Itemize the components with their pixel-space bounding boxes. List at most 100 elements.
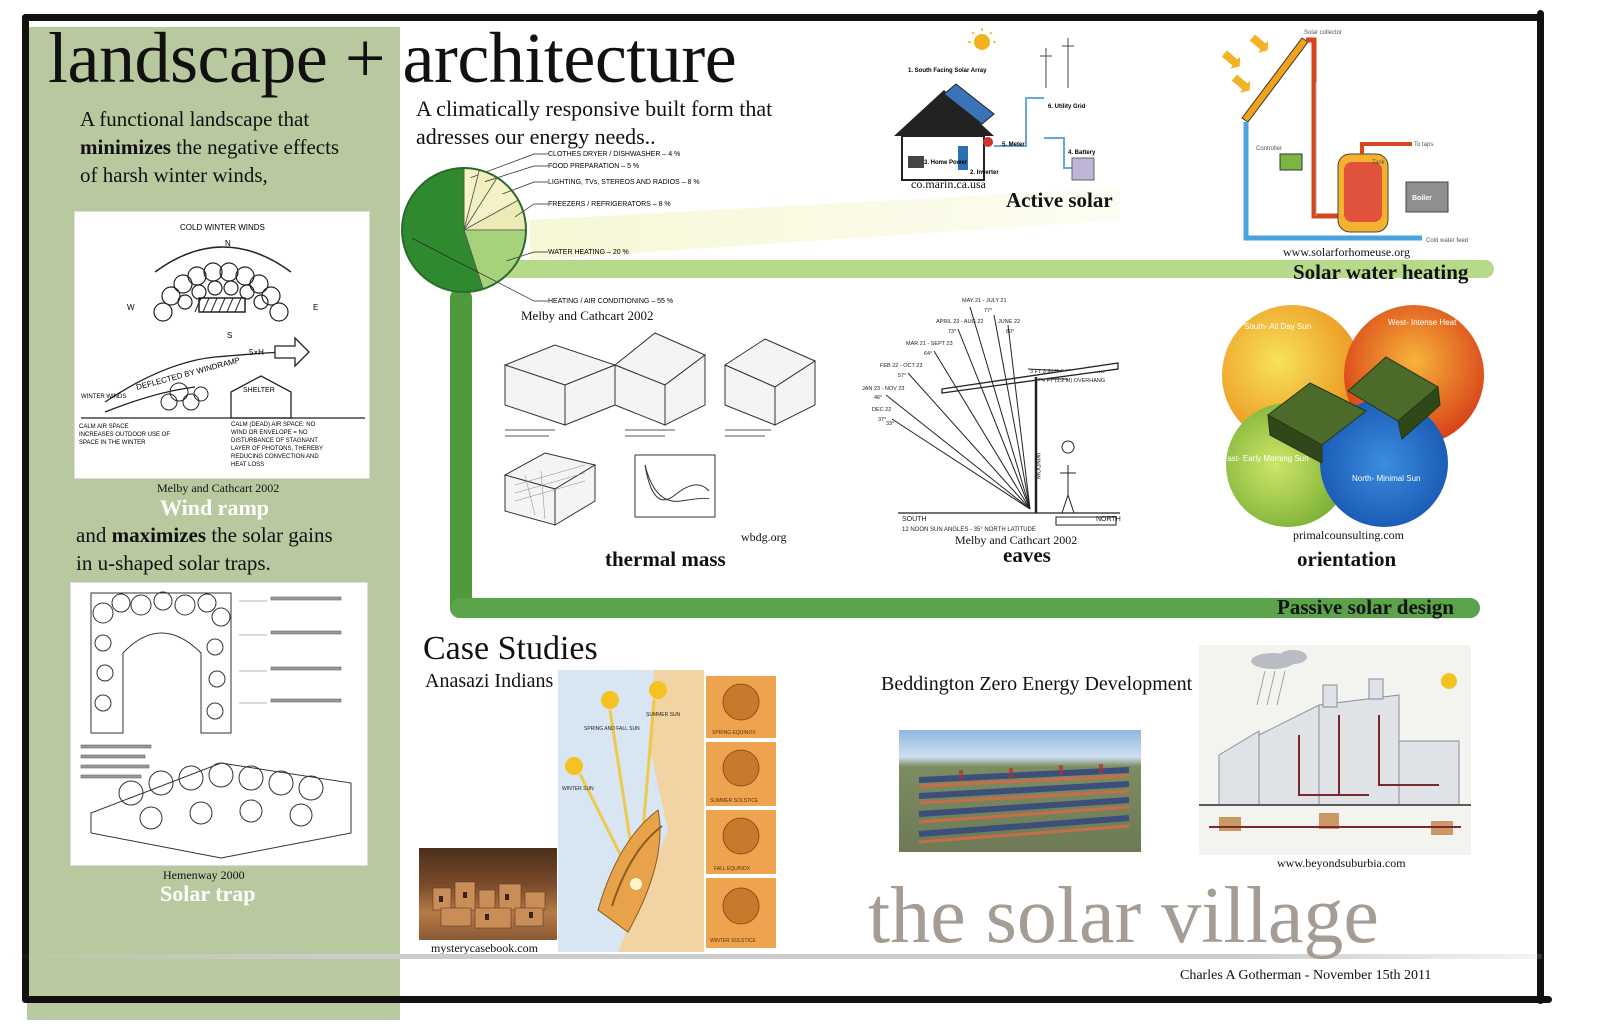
sketch-e: E: [313, 303, 318, 312]
sun-summer-label: SUMMER SUN: [646, 712, 681, 718]
thermal-mass-label: thermal mass: [605, 547, 726, 571]
intro-line-3: of harsh winter winds,: [80, 163, 268, 187]
season-2: SUMMER SOLSTICE: [710, 798, 759, 804]
active-part-2: 2. Inverter: [970, 170, 999, 176]
eave-date-4: MAR 21 - SEPT 23: [906, 341, 953, 347]
mid-rest: the solar gains: [206, 523, 333, 547]
pie-leader-line: [506, 251, 548, 262]
eave-noon: 12 NOON SUN ANGLES - 35° NORTH LATITUDE: [902, 527, 1036, 533]
pie-label: FREEZERS / REFRIGERATORS – 8 %: [548, 201, 671, 208]
page-title: landscape + architecture: [48, 18, 737, 98]
pie-leader-line: [502, 181, 548, 195]
season-3: FALL EQUINOX: [714, 866, 751, 872]
orient-north: North- Minimal Sun: [1352, 474, 1420, 483]
solar-trap-label: Solar trap: [160, 881, 256, 906]
bedzed-aerial-photo: [899, 730, 1141, 852]
thermal-credit: wbdg.org: [741, 530, 787, 544]
connector-pipe: [450, 188, 1494, 618]
active-solar-diagram: 1. South Facing Solar Array 2. Inverter …: [884, 28, 1126, 188]
sketch-calm-r6: HEAT LOSS: [231, 462, 264, 468]
sketch-n: N: [225, 239, 231, 248]
sketch-s: S: [227, 331, 232, 340]
bedzed-title: Beddington Zero Energy Development: [881, 673, 1193, 695]
wind-ramp-label: Wind ramp: [160, 495, 270, 520]
sketch-ramp: DEFLECTED BY WINDRAMP: [135, 356, 241, 392]
footer-divider: [12, 954, 1542, 959]
sketch-calm-2: INCREASES OUTDOOR USE OF: [79, 432, 170, 438]
mid-line-2: in u-shaped solar traps.: [76, 551, 271, 575]
sun-winter-label: WINTER SUN: [562, 786, 594, 792]
mid-line-1: and maximizes the solar gains: [76, 522, 333, 550]
water-controller: Controller: [1256, 146, 1282, 152]
intro-rest: the negative effects: [170, 135, 340, 159]
pie-leader-line: [484, 165, 548, 182]
water-credit: www.solarforhomeuse.org: [1283, 245, 1410, 259]
subtitle-line-1: A climatically responsive built form tha…: [416, 96, 773, 121]
solar-village-title: the solar village: [868, 872, 1379, 960]
sketch-calm-r2: WIND OR ENVELOPE = NO: [231, 430, 308, 436]
sun-spring-label: SPRING AND FALL SUN: [584, 726, 640, 732]
solar-water-label: Solar water heating: [1293, 260, 1469, 284]
wind-ramp-sketch: COLD WINTER WINDS N W E S DEFLECTED BY W…: [74, 211, 370, 479]
trap-credit: Hemenway 2000: [163, 868, 245, 882]
active-part-3: 3. Home Power: [924, 160, 968, 166]
eave-date-7: DEC 22: [872, 407, 891, 413]
water-taps: To taps: [1414, 142, 1433, 148]
water-collector: Solar collector: [1304, 30, 1342, 36]
solar-trap-sketch: [70, 582, 368, 866]
energy-pie-chart: CLOTHES DRYER / DISHWASHER – 4 % FOOD PRE…: [401, 151, 700, 305]
active-part-1: 1. South Facing Solar Array: [908, 68, 987, 74]
case-studies-title: Case Studies: [423, 630, 598, 667]
wind-credit: Melby and Cathcart 2002: [157, 481, 280, 495]
orient-east: East- Early Morning Sun: [1222, 454, 1309, 463]
active-part-4: 4. Battery: [1068, 150, 1096, 156]
eave-angle-1: 77°: [984, 308, 992, 314]
active-part-5: 5. Meter: [1002, 142, 1025, 148]
pie-label: WATER HEATING – 20 %: [548, 249, 629, 256]
orientation-credit: primalcounsulting.com: [1293, 528, 1404, 542]
pie-label: FOOD PREPARATION – 5 %: [548, 163, 639, 170]
frame-bottom: [22, 996, 1552, 1003]
intro-line-2: minimizes the negative effects: [80, 134, 339, 162]
eave-over-2: 4 FT (1.2 M) OVERHANG: [1042, 378, 1105, 384]
sketch-calm-r5: REDUCING CONVECTION AND: [231, 454, 319, 460]
pie-leader-line: [470, 153, 548, 179]
sketch-w: W: [127, 303, 135, 312]
pie-label: HEATING / AIR CONDITIONING – 55 %: [548, 298, 673, 305]
anasazi-label: Anasazi Indians: [425, 670, 554, 692]
solar-water-diagram: Solar collector Controller Tank To taps …: [1222, 26, 1484, 248]
eaves-diagram: MAY 21 - JULY 21 APRIL 23 - AUG 22 JUNE …: [858, 293, 1128, 543]
eave-angle-2: 73°: [948, 329, 956, 335]
pie-label: CLOTHES DRYER / DISHWASHER – 4 %: [548, 151, 680, 158]
eave-angle-8: 33°: [886, 421, 894, 427]
anasazi-sun-diagram: SPRING AND FALL SUN SUMMER SUN WINTER SU…: [558, 670, 780, 952]
pie-leader-line: [411, 237, 548, 302]
frame-top: [22, 14, 1542, 21]
water-boiler: Boiler: [1412, 195, 1432, 202]
mid-pre: and: [76, 523, 112, 547]
cliff-dwelling-photo: [419, 848, 557, 940]
eave-date-3: JUNE 22: [998, 319, 1020, 325]
water-cold: Cold water feed: [1426, 238, 1468, 244]
orient-south: South- All Day Sun: [1244, 322, 1311, 331]
mid-bold: maximizes: [111, 523, 207, 547]
sketch-shelter: SHELTER: [243, 387, 275, 394]
pie-outline: [401, 167, 527, 293]
eave-date-6: JAN 23 - NOV 23: [862, 386, 905, 392]
author-credit: Charles A Gotherman - November 15th 2011: [1180, 968, 1432, 983]
bedzed-section-diagram: [1199, 645, 1471, 855]
sketch-calm-3: SPACE IN THE WINTER: [79, 440, 146, 446]
intro-line-1: A functional landscape that: [80, 107, 310, 131]
sketch-winter: WINTER WINDS: [81, 394, 126, 400]
pie-label: LIGHTING, TVs, STEREOS AND RADIOS – 8 %: [548, 179, 700, 186]
eave-south: SOUTH: [902, 516, 927, 523]
eave-angle-6: 46°: [874, 395, 882, 401]
intro-bold: minimizes: [80, 135, 171, 159]
eave-angle-3: 80°: [1006, 329, 1014, 335]
sketch-calm-r3: DISTURBANCE OF STAGNANT: [231, 438, 318, 444]
sketch-calm-1: CALM AIR SPACE: [79, 424, 129, 430]
active-credit: co.marin.ca.usa: [911, 177, 986, 191]
season-1: SPRING EQUINOX: [712, 730, 756, 736]
eave-angle-4: 64°: [924, 351, 932, 357]
eave-date-1: MAY 21 - JULY 21: [962, 298, 1007, 304]
